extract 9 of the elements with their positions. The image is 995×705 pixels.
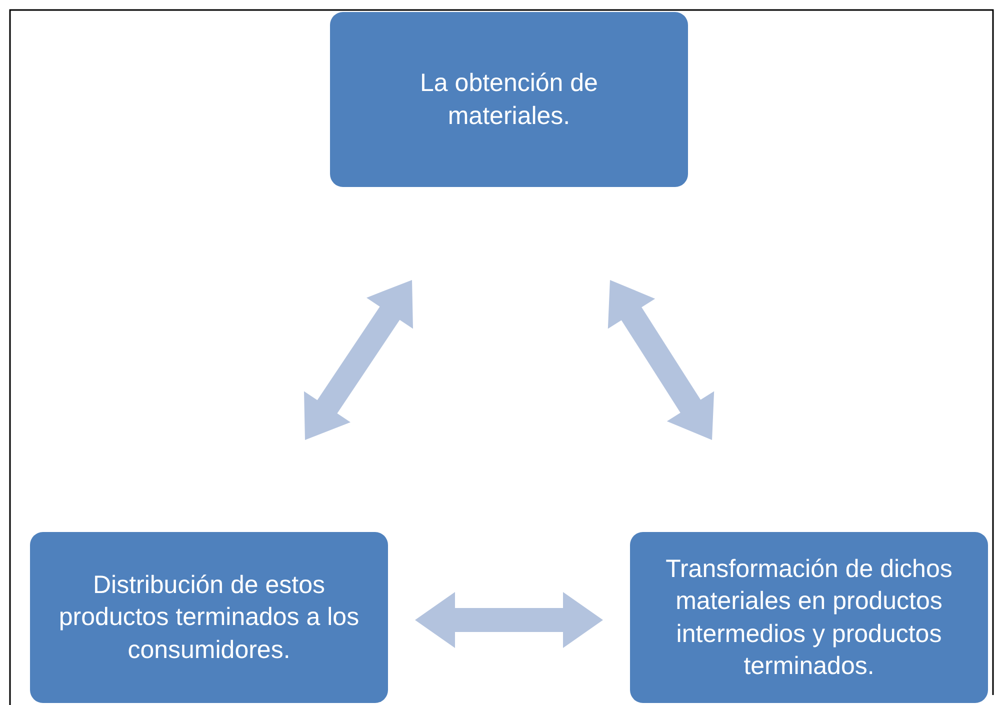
- double-arrow: [608, 280, 714, 440]
- process-box: [330, 12, 688, 187]
- box-text: Transformación de dichos materiales en productos intermedios y productos terminados.: [664, 554, 954, 682]
- box-text: La obtención de materiales.: [419, 68, 599, 132]
- box-text: Distribución de estos productos terminados a los consumidores.: [58, 570, 360, 666]
- process-box: [630, 532, 988, 703]
- double-arrow: [304, 280, 413, 440]
- process-box: [30, 532, 388, 703]
- double-arrow: [415, 592, 603, 648]
